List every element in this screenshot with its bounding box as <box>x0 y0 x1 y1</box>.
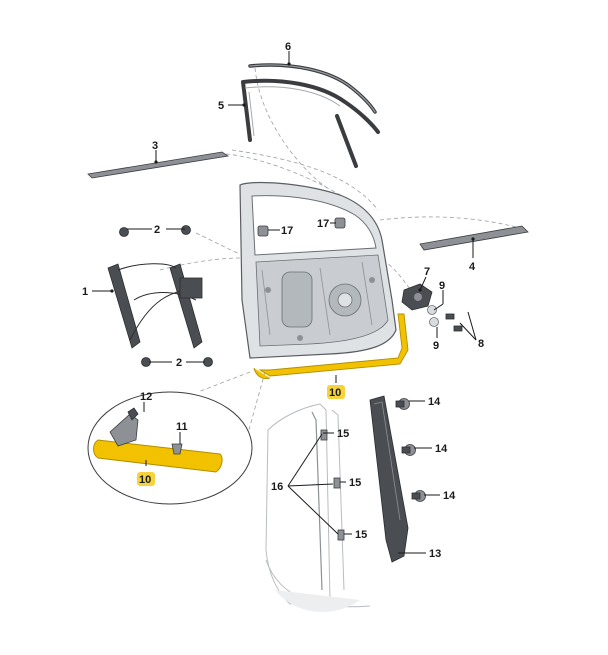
label-10-door: 10 <box>329 387 341 399</box>
label-2-top: 2 <box>154 224 160 236</box>
label-9-top: 9 <box>439 280 445 292</box>
label-6: 6 <box>285 41 291 53</box>
door-shell <box>239 181 397 359</box>
door-lock-part-7 <box>401 283 433 311</box>
detail-circle <box>87 391 253 505</box>
label-9-bottom: 9 <box>433 340 439 352</box>
lock-nuts-part-9 <box>427 305 439 327</box>
label-17-left: 17 <box>281 225 293 237</box>
label-14-middle: 14 <box>435 443 448 455</box>
label-12: 12 <box>140 391 152 403</box>
label-15-middle: 15 <box>349 477 361 489</box>
clip-part-17-right <box>334 217 346 229</box>
label-1: 1 <box>82 286 88 298</box>
lock-bolts-part-8 <box>445 313 463 332</box>
window-channel-part-5 <box>241 78 380 168</box>
label-7: 7 <box>424 266 430 278</box>
label-2-bottom: 2 <box>176 357 182 369</box>
label-17-right: 17 <box>317 218 329 230</box>
rear-door-frame <box>265 403 371 612</box>
highlight-label-bg <box>137 385 345 486</box>
screws-part-14 <box>395 398 426 502</box>
label-15-bottom: 15 <box>355 529 367 541</box>
window-regulator-part-1 <box>107 263 203 349</box>
label-14-bottom: 14 <box>443 490 456 502</box>
label-5: 5 <box>218 100 224 112</box>
window-seal-strip-part-6 <box>248 63 377 114</box>
label-10-detail: 10 <box>139 474 151 486</box>
leader-lines <box>92 51 477 554</box>
label-15-top: 15 <box>337 428 349 440</box>
label-14-top: 14 <box>428 396 441 408</box>
label-3: 3 <box>152 140 158 152</box>
label-13: 13 <box>429 548 441 560</box>
door-seal-part-10 <box>253 313 409 379</box>
clip-part-17-left <box>257 225 269 237</box>
label-8: 8 <box>478 338 484 350</box>
grommets-part-2 <box>119 225 213 367</box>
pillar-trim-part-13 <box>369 395 409 563</box>
label-16: 16 <box>271 481 283 493</box>
inner-belt-strip-part-3 <box>87 151 230 179</box>
label-11: 11 <box>176 421 188 433</box>
callout-labels: 6 5 3 2 17 17 4 7 9 1 9 8 2 10 12 14 11 … <box>82 41 484 560</box>
label-4: 4 <box>469 261 476 273</box>
